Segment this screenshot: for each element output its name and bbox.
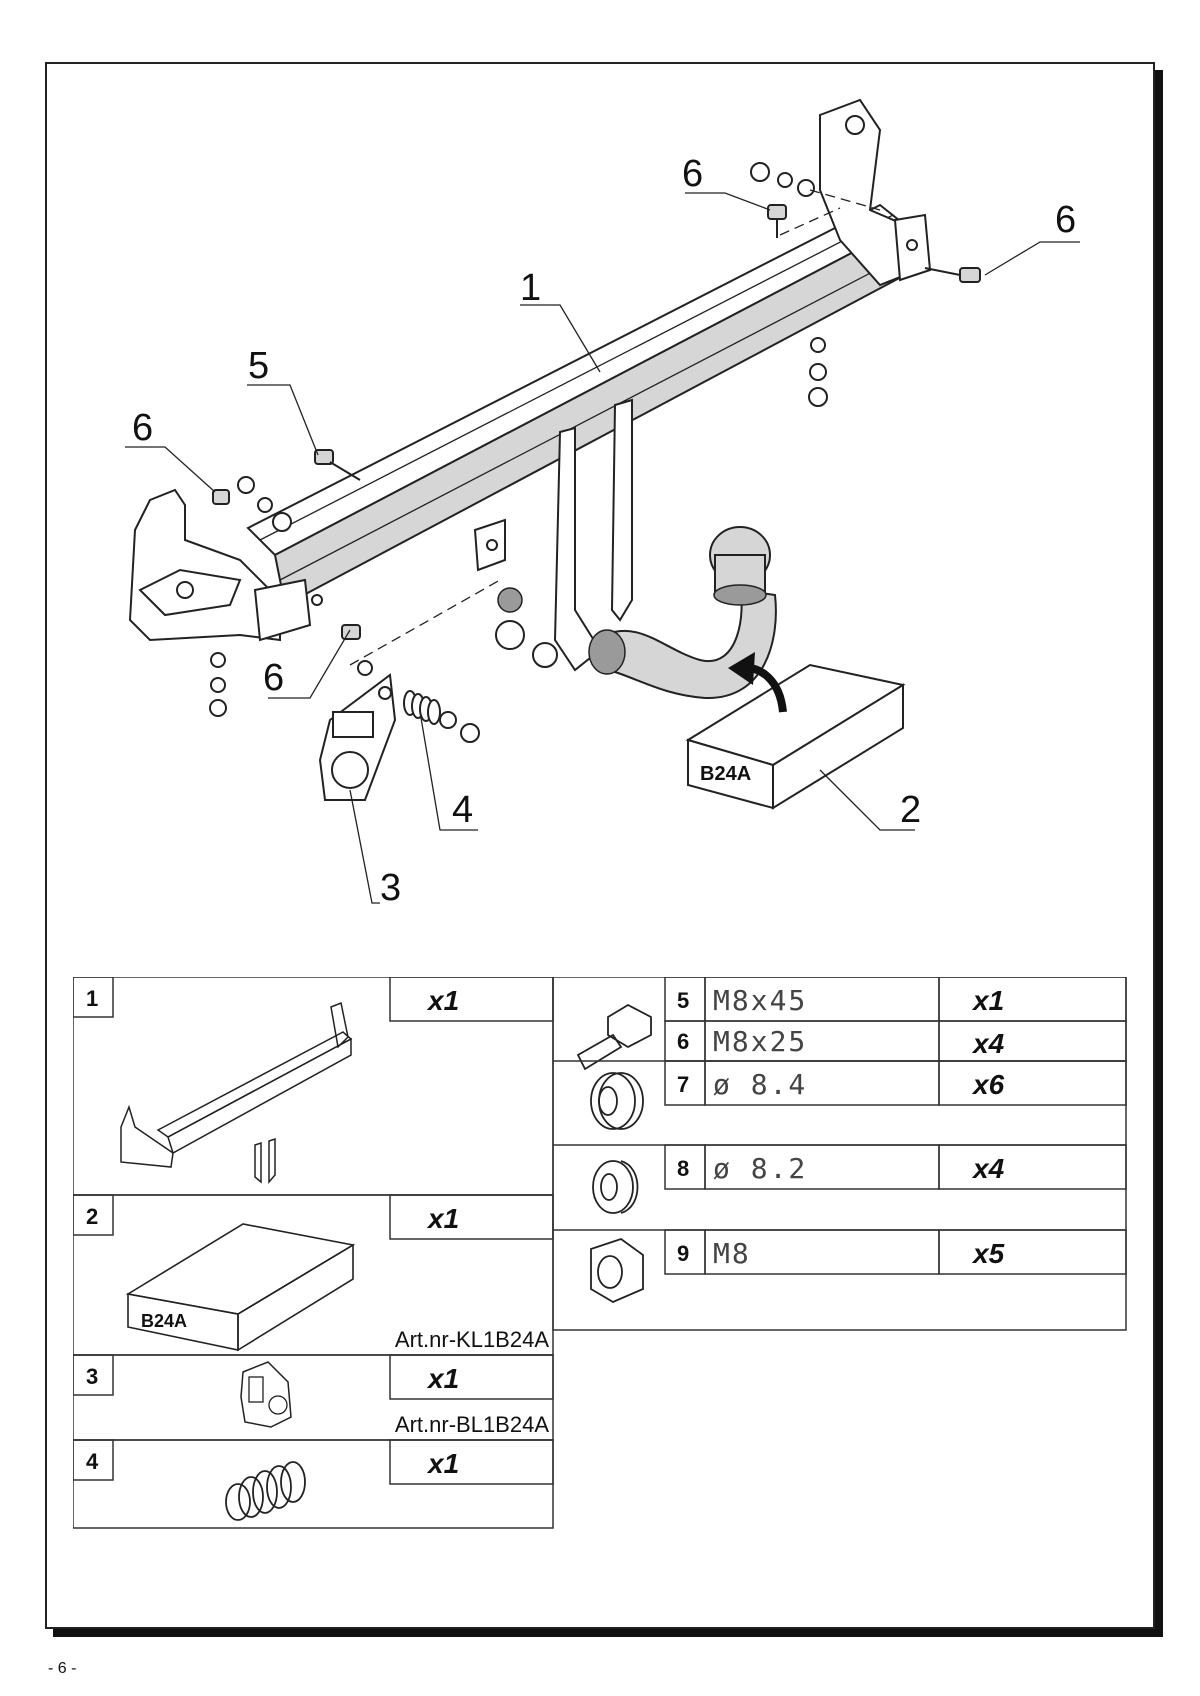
spec: M8x25 (713, 1025, 807, 1058)
part-number: 6 (677, 1029, 689, 1054)
flat-washer-icon (590, 1072, 644, 1130)
spec: ø 8.4 (713, 1068, 807, 1101)
alignment-lines (349, 189, 881, 666)
part-row-5: 5 M8x45 x1 (664, 977, 1127, 1022)
quantity: x1 (426, 985, 459, 1016)
quantity: x1 (426, 1203, 459, 1234)
part-number: 1 (86, 986, 98, 1011)
part-row-2: 2 x1 B24A Art.nr-KL1B24A (73, 1194, 554, 1356)
part-row-4: 4 x1 (73, 1439, 554, 1529)
part-number: 4 (86, 1449, 99, 1474)
quantity: x1 (971, 985, 1004, 1016)
bolt-rows: 5 M8x45 x1 6 M8x25 x4 (553, 977, 1127, 1071)
callout-2: 2 (900, 789, 921, 831)
socket-plate-thumbnail-icon (240, 1361, 292, 1428)
callout-6-top: 6 (682, 153, 703, 195)
assembly-diagram: B24A 1 2 3 4 5 6 6 6 6 (125, 98, 1080, 909)
part-number: 7 (677, 1072, 689, 1097)
box-label: B24A (700, 763, 751, 785)
callout-4: 4 (452, 789, 473, 831)
quantity: x1 (426, 1363, 459, 1394)
hex-nut-icon (590, 1237, 644, 1304)
crossbar-thumbnail-icon (120, 1001, 353, 1185)
callout-1: 1 (520, 267, 541, 309)
bolt-icon (576, 1003, 652, 1071)
box-label: B24A (141, 1311, 187, 1331)
part-number: 8 (677, 1156, 689, 1181)
part-row-7: 7 ø 8.4 x6 (553, 1060, 1127, 1146)
spring (403, 690, 480, 743)
spec: M8 (713, 1237, 751, 1270)
callout-6-left: 6 (132, 407, 153, 449)
quantity: x1 (426, 1448, 459, 1479)
part-number: 2 (86, 1204, 98, 1229)
spring-washer-icon (592, 1160, 639, 1214)
parts-table: 1 x1 2 x1 B24A Art.nr-KL1B24A 3 x1 (73, 977, 1127, 1529)
right-bracket (819, 98, 932, 287)
part-number: 3 (86, 1364, 98, 1389)
page-number: - 6 - (48, 1660, 77, 1677)
box-thumbnail-icon: B24A (125, 1223, 356, 1352)
tow-bar-crossbar (246, 203, 907, 607)
callout-6-right: 6 (1055, 199, 1076, 241)
part-row-3: 3 x1 Art.nr-BL1B24A (73, 1354, 554, 1441)
electric-kit-box: B24A (685, 663, 906, 810)
callout-5: 5 (248, 345, 269, 387)
spec: ø 8.2 (713, 1152, 807, 1185)
left-bracket (128, 488, 323, 642)
fasteners (209, 162, 981, 717)
callout-6-bottom: 6 (263, 657, 284, 699)
page-frame (45, 62, 1155, 1629)
callout-3: 3 (380, 867, 401, 909)
part-number: 5 (677, 988, 689, 1013)
quantity: x4 (971, 1028, 1005, 1059)
part-number: 9 (677, 1241, 689, 1266)
quantity: x6 (971, 1069, 1005, 1100)
part-row-6: 6 M8x25 x4 (664, 1020, 1127, 1062)
article-number: Art.nr-KL1B24A (395, 1327, 549, 1352)
article-number: Art.nr-BL1B24A (395, 1412, 549, 1437)
part-row-8: 8 ø 8.2 x4 (553, 1144, 1127, 1231)
socket-plate (318, 660, 397, 801)
leader-lines (125, 192, 1080, 904)
part-row-1: 1 x1 (73, 977, 554, 1196)
curved-arrow-icon (728, 652, 787, 713)
quantity: x4 (971, 1153, 1005, 1184)
spring-thumbnail-icon (225, 1461, 306, 1521)
spec: M8x45 (713, 984, 807, 1017)
part-row-9: 9 M8 x5 (590, 1229, 1127, 1304)
quantity: x5 (971, 1238, 1005, 1269)
